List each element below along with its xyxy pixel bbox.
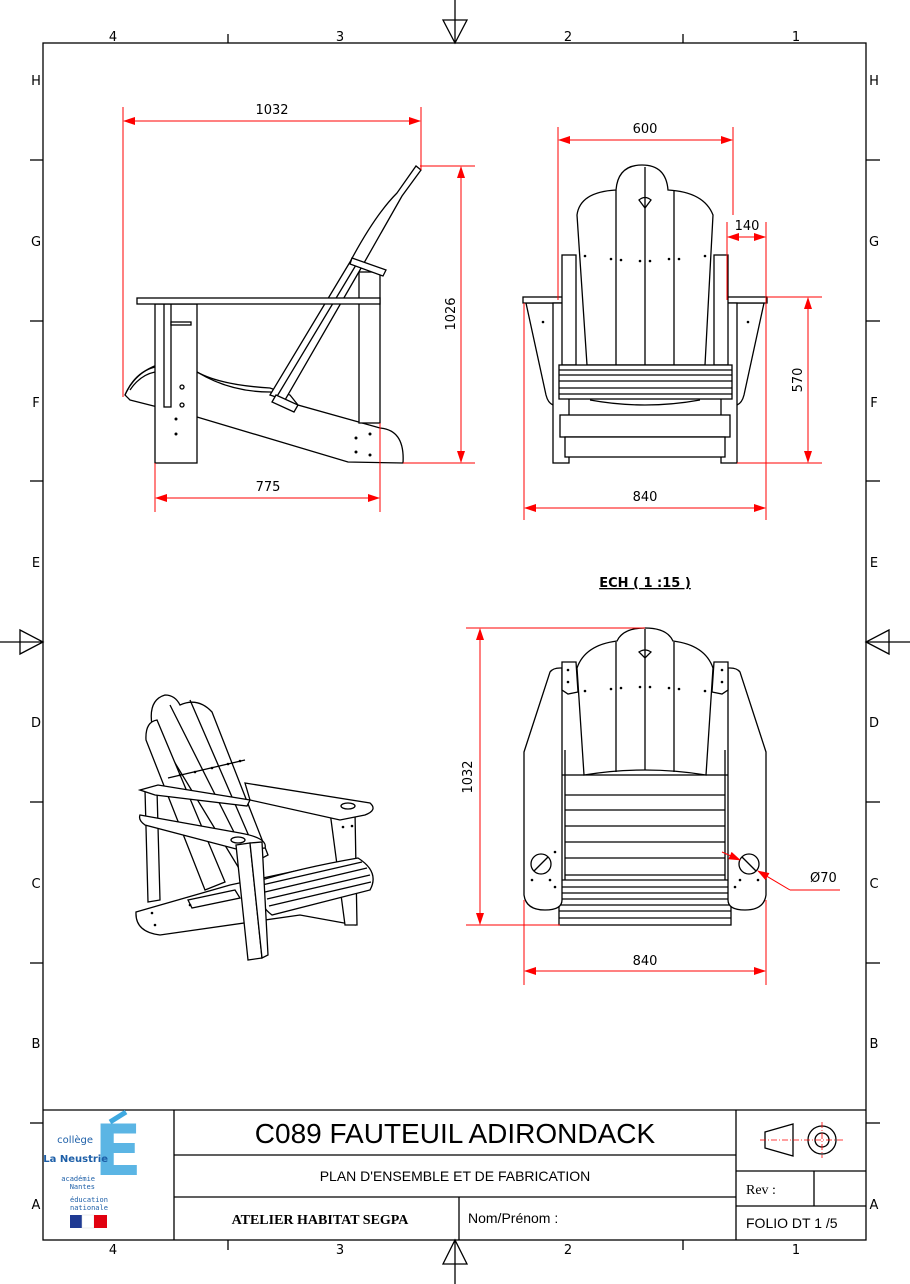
dimension-side-length: 1032 [122, 103, 422, 397]
svg-text:1032: 1032 [255, 103, 288, 118]
svg-text:H: H [869, 74, 879, 89]
republic-flag-icon [70, 1215, 82, 1228]
name-field-label: Nom/Prénom : [468, 1210, 558, 1226]
dimension-top-length: 1032 [461, 627, 645, 926]
svg-text:775: 775 [256, 480, 281, 495]
svg-text:600: 600 [633, 122, 658, 137]
dimension-side-height: 1026 [403, 165, 475, 464]
first-angle-projection-icon [760, 1122, 845, 1158]
side-armrest [136, 297, 381, 305]
svg-text:A: A [870, 1198, 879, 1213]
zone-col-3-bottom: 3 [336, 1243, 344, 1258]
dimension-cup-hole-diameter: Ø70 [721, 851, 840, 891]
zone-col-1-top: 1 [792, 30, 800, 45]
top-view: 1032 840 Ø70 [461, 627, 840, 985]
drawing-title: C089 FAUTEUIL ADIRONDACK [255, 1118, 656, 1149]
svg-text:E: E [94, 1110, 142, 1192]
svg-text:E: E [32, 556, 40, 571]
svg-text:C: C [869, 877, 878, 892]
svg-text:840: 840 [633, 490, 658, 505]
svg-text:Nantes: Nantes [70, 1183, 95, 1191]
svg-text:1026: 1026 [444, 297, 459, 330]
drawing-subtitle: PLAN D'ENSEMBLE ET DE FABRICATION [320, 1168, 591, 1184]
svg-text:collège: collège [57, 1134, 93, 1146]
zone-col-2-bottom: 2 [564, 1243, 572, 1258]
dimension-front-arm-width: 140 [726, 219, 767, 520]
zone-rows-right: H G F E D C B A [869, 74, 879, 1213]
dimension-top-width: 840 [523, 900, 767, 985]
zone-col-1-bottom: 1 [792, 1243, 800, 1258]
svg-text:B: B [32, 1037, 41, 1052]
side-view: 1032 1026 775 [122, 103, 475, 512]
zone-col-4-top: 4 [109, 30, 117, 45]
svg-text:G: G [869, 235, 879, 250]
svg-text:C: C [31, 877, 40, 892]
svg-text:académie: académie [61, 1175, 95, 1183]
workshop-label: ATELIER HABITAT SEGPA [232, 1213, 410, 1228]
dimension-front-back-width: 600 [557, 122, 734, 300]
front-seat-slats [558, 364, 733, 400]
svg-text:A: A [32, 1198, 41, 1213]
svg-text:B: B [870, 1037, 879, 1052]
zone-col-2-top: 2 [564, 30, 572, 45]
zone-col-3-top: 3 [336, 30, 344, 45]
side-front-leg [154, 303, 198, 464]
front-view: 600 140 570 840 [522, 122, 822, 520]
svg-text:G: G [31, 235, 41, 250]
svg-text:F: F [870, 396, 877, 411]
svg-text:1032: 1032 [461, 760, 476, 793]
revision-label: Rev : [746, 1183, 776, 1198]
dimension-front-arm-height: 570 [737, 296, 822, 464]
isometric-view [135, 694, 374, 961]
svg-text:H: H [31, 74, 41, 89]
svg-text:D: D [869, 716, 879, 731]
zone-col-4-bottom: 4 [109, 1243, 117, 1258]
svg-text:éducation: éducation [70, 1196, 108, 1204]
svg-text:140: 140 [735, 219, 760, 234]
dimension-side-depth: 775 [154, 423, 381, 512]
svg-text:840: 840 [633, 954, 658, 969]
svg-text:La Neustrie: La Neustrie [43, 1154, 108, 1165]
svg-text:E: E [870, 556, 878, 571]
folio-label: FOLIO DT 1 /5 [746, 1215, 838, 1231]
svg-text:D: D [31, 716, 41, 731]
svg-text:nationale: nationale [70, 1204, 108, 1212]
zone-rows-left: H G F E D C B A [31, 74, 41, 1213]
svg-text:Ø70: Ø70 [810, 871, 837, 886]
title-block: E collège La Neustrie académie Nantes éd… [43, 1109, 866, 1240]
college-logo: E collège La Neustrie académie Nantes éd… [43, 1109, 142, 1229]
svg-text:F: F [32, 396, 39, 411]
svg-text:570: 570 [791, 368, 806, 393]
side-back-post [358, 271, 381, 424]
scale-label: ECH ( 1 :15 ) [599, 576, 691, 591]
dimension-front-width: 840 [523, 303, 766, 520]
